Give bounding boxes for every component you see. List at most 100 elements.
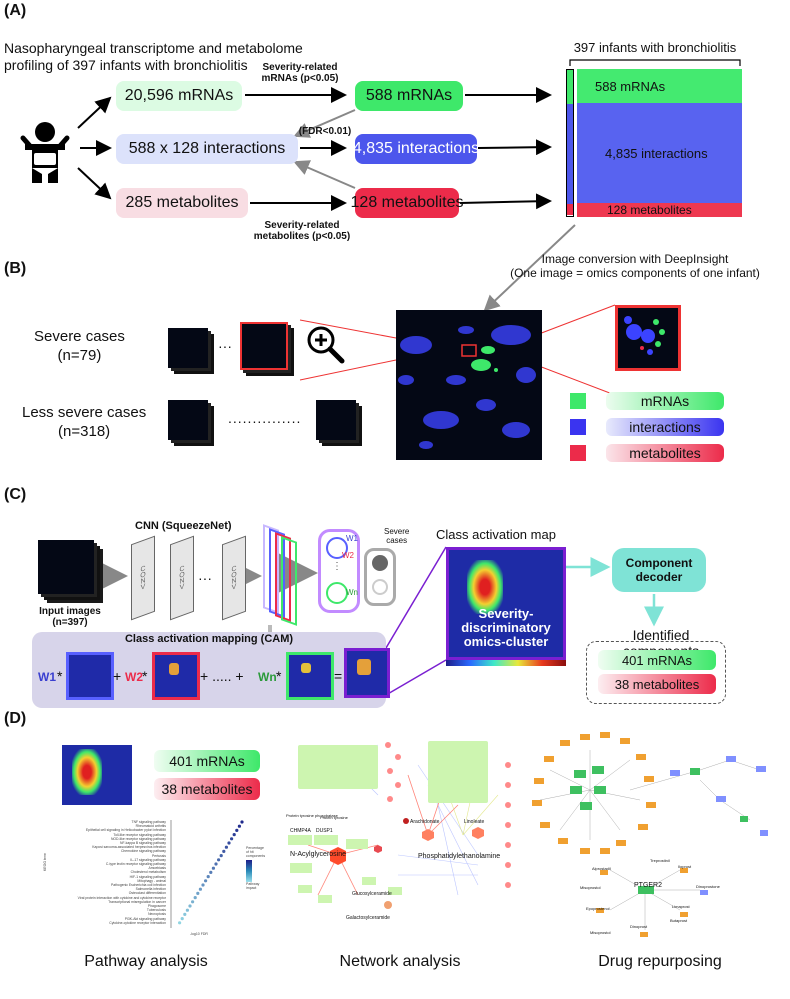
- cam-ellipsis: + ..... +: [200, 668, 244, 684]
- pathway-term: Toll-like receptor signaling pathway: [113, 832, 166, 837]
- pathway-dot: [178, 921, 182, 925]
- gap-layer: ⋮: [318, 529, 360, 613]
- severe-image-stack-highlighted: [240, 322, 288, 370]
- pathway-term: Amoebiasis: [148, 866, 166, 871]
- cam-title: Class activation mapping (CAM): [124, 633, 294, 645]
- pathway-term: NF-kappa B signaling pathway: [120, 841, 166, 846]
- colorbar: [446, 660, 566, 666]
- pathway-dot: [211, 866, 215, 870]
- drug-label-7: Butaprost: [670, 918, 688, 923]
- pathway-dot: [191, 900, 195, 904]
- label-severity-metabolites: Severity-related metabolites (p<0.05): [252, 220, 352, 242]
- network-edges: [288, 741, 511, 909]
- drug-label-5: Epoprostenol: [586, 906, 610, 911]
- pathway-dot: [206, 875, 210, 879]
- less-severe-image-stack-1: [168, 400, 208, 440]
- cam-result: [344, 648, 390, 698]
- pathway-dot: [204, 879, 208, 883]
- net-label-1: Protein tyrosine phosphatase: [286, 813, 338, 818]
- legend-metabolites: metabolites: [570, 444, 724, 462]
- pathway-dot: [222, 849, 226, 853]
- drug-label-1: Treprostinil: [650, 858, 670, 863]
- weight-wn: Wn: [346, 588, 358, 597]
- identified-components-box: [586, 641, 726, 704]
- drug-label-2: Alprostadil: [592, 866, 611, 871]
- cam-map-title: Class activation map: [436, 527, 556, 542]
- conv-layer-3: CONV: [222, 535, 246, 621]
- severe-cases-count: (n=79): [57, 347, 102, 364]
- cam-wn: Wn: [258, 670, 277, 684]
- severe-node-2: cases: [386, 536, 408, 545]
- pathway-dot: [185, 908, 189, 912]
- matrix-mrna-band: 588 mRNAs: [577, 69, 742, 103]
- conv-layer-2-label: CONV: [178, 564, 186, 592]
- cam-star-2: *: [142, 668, 148, 684]
- matrix-interaction-band: 4,835 interactions: [577, 103, 742, 203]
- pathway-dot: [201, 883, 205, 887]
- pathway-term: Mitophagy - animal: [137, 878, 166, 883]
- pathway-dot: [196, 891, 200, 895]
- pathway-dot: [209, 870, 213, 874]
- pathway-term: Pertussis: [152, 853, 166, 858]
- net-label-2: Protein tyrosine: [320, 815, 348, 820]
- conv-dots: ···: [198, 570, 212, 586]
- pathway-term: NOD-like receptor signaling pathway: [110, 836, 166, 841]
- label-fdr: (FDR<0.01): [298, 126, 352, 137]
- cluster-label-3: omics-cluster: [463, 634, 549, 649]
- input-images-stack: [38, 540, 94, 594]
- drug-label-3: Misoprostol: [580, 885, 601, 890]
- net-label-6: Arachidonate: [410, 819, 440, 825]
- drug-label-10: Misoprostol: [590, 930, 611, 935]
- pathway-term: Salmonella infection: [135, 887, 166, 892]
- cam-star-1: *: [57, 668, 63, 684]
- pathway-dot: [193, 896, 197, 900]
- cam-equals: =: [334, 668, 343, 684]
- label-severity-met-2: metabolites (p<0.05): [253, 231, 351, 242]
- cluster-label: Severity- discriminatory omics-cluster: [446, 607, 566, 649]
- matrix-metabolite-band: 128 metabolites: [577, 203, 742, 217]
- legend-interactions: interactions: [570, 418, 724, 436]
- conv-layer-1: CONV: [131, 535, 155, 621]
- severe-image-stack-1: [168, 328, 208, 368]
- box-mrna-selected: 588 mRNAs: [355, 81, 463, 111]
- legend-mrna: mRNAs: [570, 392, 724, 410]
- network-analysis-caption: Network analysis: [339, 953, 461, 970]
- matrix-title: 397 infants with bronchiolitis: [573, 40, 737, 55]
- label-severity-mrna-2: mRNAs (p<0.05): [261, 73, 339, 84]
- drug-label-6: Dinoprost: [630, 924, 648, 929]
- panel-label-b: (B): [4, 260, 27, 277]
- pathway-ylabel: KEGG term: [43, 852, 48, 872]
- pathway-dot: [237, 824, 241, 828]
- pathway-term: Epithelial cell signaling in Helicobacte…: [85, 828, 166, 833]
- cluster-label-1: Severity-: [478, 606, 534, 621]
- pathway-term: Tuberculosis: [146, 908, 166, 913]
- pathway-term: Phagosome: [147, 904, 166, 909]
- less-severe-image-stack-2: [316, 400, 356, 440]
- network-graph: Protein tyrosine phosphatase Protein tyr…: [278, 735, 518, 945]
- box-interactions-selected: 4,835 interactions: [353, 134, 479, 164]
- pathway-mrnas: 401 mRNAs: [154, 750, 260, 772]
- panel-label-a: (A): [4, 2, 27, 19]
- cam-map-1: [66, 652, 114, 700]
- matrix-heatmap: 588 mRNAs 4,835 interactions 128 metabol…: [577, 69, 742, 217]
- pathway-term: Transcriptional misregulation in cancer: [108, 899, 166, 904]
- net-label-8: Phosphatidylethanolamine: [418, 853, 501, 860]
- identified-mrnas: 401 mRNAs: [598, 650, 716, 670]
- legend-metabolites-label: metabolites: [606, 444, 724, 462]
- class-activation-map: [446, 547, 566, 660]
- pathway-cam-thumbnail: [62, 745, 132, 805]
- pathway-term: Cholesterol metabolism: [130, 870, 166, 875]
- cnn-title: CNN (SqueezeNet): [135, 520, 232, 532]
- legend-metabolites-swatch: [570, 445, 586, 461]
- severe-cases-node-label: Severe cases: [384, 527, 409, 545]
- pathway-term: IL-17 signaling pathway: [130, 857, 166, 862]
- label-severity-mrna-1: Severity-related: [262, 62, 338, 73]
- pathway-xlabel: -log10 FDR: [190, 932, 208, 936]
- panel-label-c: (C): [4, 486, 27, 503]
- net-label-5: N-Acylglycerosine: [290, 851, 347, 858]
- net-label-10: Galactosylceramide: [346, 915, 390, 921]
- pathway-analysis-caption: Pathway analysis: [84, 953, 208, 970]
- heading-line-2: profiling of 397 infants with bronchioli…: [4, 57, 248, 73]
- cam-map-n: [286, 652, 334, 700]
